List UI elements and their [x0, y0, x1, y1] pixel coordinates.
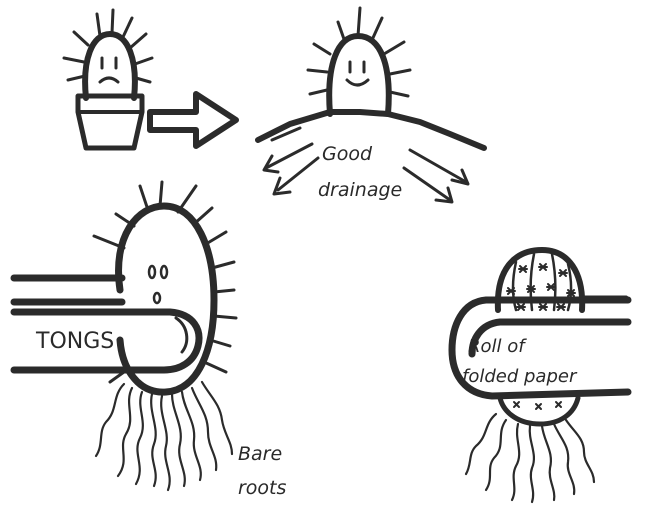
good-drainage-label-line2: drainage	[318, 179, 402, 201]
happy-face-icon	[347, 62, 368, 85]
tongs-label: TONGS	[35, 329, 114, 354]
transition-arrow-icon	[150, 94, 236, 146]
sad-face-icon	[100, 58, 118, 82]
cactus-wrapped-in-paper: Roll of folded paper	[452, 250, 628, 502]
cactus-held-with-tongs: TONGS Bare roots	[14, 182, 287, 499]
paper-roll-label-line1: Roll of	[468, 336, 527, 357]
paper-roll-label-line2: folded paper	[462, 366, 578, 387]
tongs-icon	[14, 278, 199, 370]
sad-cactus-in-pot	[64, 10, 152, 148]
good-drainage-label-line1: Good	[322, 143, 373, 165]
surprised-face-icon	[149, 266, 167, 303]
bare-roots-icon	[96, 382, 232, 490]
happy-cactus-on-mound: Good drainage	[258, 8, 484, 202]
bare-roots-label-line1: Bare	[238, 443, 282, 465]
bare-roots-label-line2: roots	[238, 477, 287, 499]
paper-roll-roots-icon	[466, 414, 594, 502]
